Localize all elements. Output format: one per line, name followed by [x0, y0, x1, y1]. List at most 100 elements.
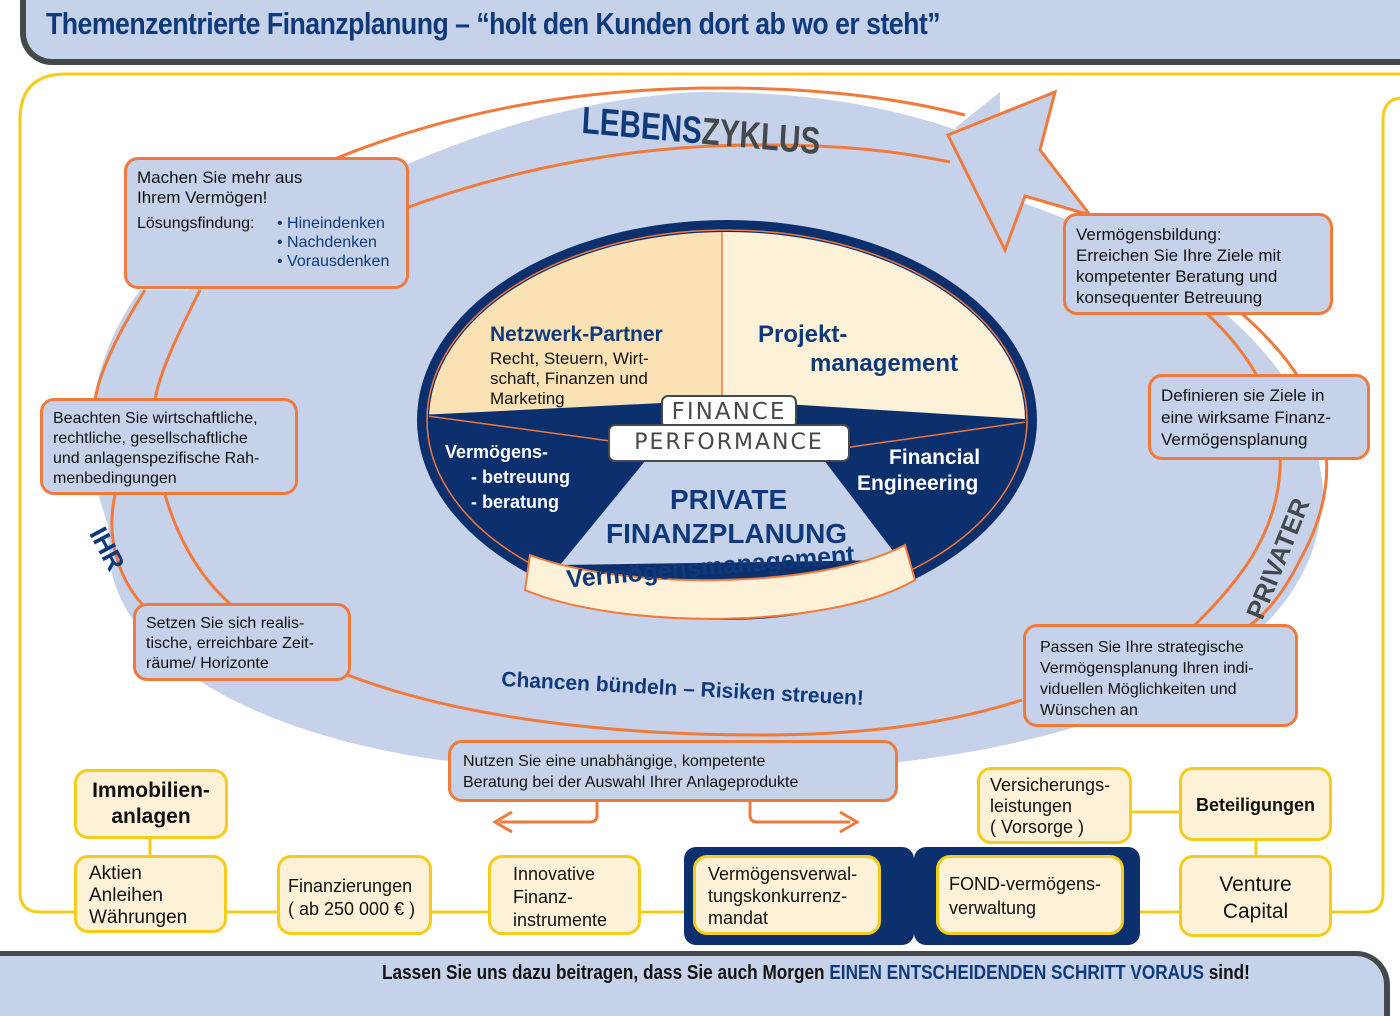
product-fond: FOND-vermögens- verwaltung: [936, 855, 1124, 935]
product-line: leistungen: [990, 796, 1073, 816]
network-partner-title: Netzwerk-Partner: [490, 323, 663, 346]
product-line: Capital: [1222, 900, 1289, 923]
bubble-text-line: Vermögensbildung:: [1076, 225, 1222, 244]
product-line: FOND-vermögens-: [949, 874, 1102, 894]
bubble-text-line: Erreichen Sie Ihre Ziele mit: [1076, 246, 1282, 265]
footer-text-start: Lassen Sie uns dazu beitragen, dass Sie …: [382, 962, 830, 984]
product-line: Währungen: [89, 907, 188, 928]
product-vvkm: Vermögensverwal- tungskonkurrenz- mandat: [693, 855, 881, 935]
bubble-text-line: Beratung bei der Auswahl Ihrer Anlagepro…: [463, 774, 799, 791]
logo-line1: FINANCE: [661, 395, 797, 429]
ribbon-outer-edge: [319, 86, 966, 167]
bubble-mehr-aus-vermoegen: Machen Sie mehr aus Ihrem Vermögen! Lösu…: [124, 157, 409, 289]
asset-care-label: Vermögens- - betreuung - beratung: [445, 440, 570, 515]
asset-line: - betreuung: [471, 467, 570, 487]
footer-text-end: sind!: [1203, 962, 1250, 984]
product-line: Versicherungs-: [990, 775, 1111, 795]
bubble-text-line: eine wirksame Finanz-: [1161, 408, 1332, 427]
logo-line2: PERFORMANCE: [608, 424, 850, 462]
solution-item: • Vorausdenken: [277, 253, 390, 270]
product-aktien: Aktien Anleihen Währungen: [74, 855, 227, 933]
bubble-text-line: Vermögensplanung Ihren indi-: [1040, 660, 1254, 677]
bubble-text-line: rechtliche, gesellschaftliche: [53, 430, 248, 447]
bubble-text-line: viduellen Möglichkeiten und: [1040, 681, 1237, 698]
core-title-line2: FINANZPLANUNG: [606, 518, 848, 549]
product-line: Innovative: [513, 864, 596, 884]
bubble-vermoegensbildung: Vermögensbildung: Erreichen Sie Ihre Zie…: [1063, 213, 1333, 315]
bubble-text-line: menbedingungen: [53, 470, 177, 487]
solution-item: • Nachdenken: [277, 234, 377, 251]
bubble-text-line: kompetenter Beratung und: [1076, 267, 1278, 286]
solution-item: • Hineindenken: [277, 215, 385, 232]
ribbon-right-inner: [1188, 310, 1282, 632]
ribbon-left-top-outer: [93, 289, 147, 401]
ribbon-left-band: [90, 290, 240, 610]
bubble-text-line: tische, erreichbare Zeit-: [146, 635, 315, 652]
financial-engineering-line1: Financial: [889, 446, 981, 469]
product-venture: Venture Capital: [1179, 855, 1332, 937]
product-line: Finanz-: [513, 887, 574, 907]
header-bar: [20, 0, 1400, 65]
product-beteiligungen: Beteiligungen: [1179, 767, 1332, 841]
product-line: tungskonkurrenz-: [708, 886, 848, 906]
arrow-right-connector: [748, 800, 850, 824]
footer-text-highlight: EINEN ENTSCHEIDENDEN SCHRITT VORAUS: [829, 962, 1204, 984]
product-line: Immobilien-: [92, 779, 210, 802]
solution-label: Lösungsfindung:: [137, 215, 255, 232]
product-line: Finanzierungen: [288, 876, 413, 896]
page-title: Themenzentrierte Finanzplanung – “holt d…: [46, 6, 941, 41]
yellow-frame-right: [1330, 96, 1400, 914]
product-line: anlagen: [111, 805, 191, 828]
network-partner-list: Recht, Steuern, Wirt- schaft, Finanzen u…: [490, 349, 649, 409]
product-line: Aktien: [89, 863, 142, 884]
ribbon-right-band: [1100, 300, 1324, 640]
segment-private-finanzplanung: [560, 455, 900, 565]
ribbon-left-outer: [110, 494, 152, 614]
bubble-rahmenbedingungen: Beachten Sie wirtschaftliche, rechtliche…: [40, 398, 298, 495]
product-line: ( ab 250 000 € ): [288, 899, 416, 919]
bubble-text-line: Vermögensplanung: [1161, 430, 1308, 449]
footer-slogan: Lassen Sie uns dazu beitragen, dass Sie …: [382, 962, 1250, 985]
product-line: Anleihen: [89, 885, 163, 906]
ribbon-inner-edge: [394, 143, 951, 214]
product-line: Venture: [1219, 873, 1292, 896]
financial-engineering-line2: Engineering: [857, 472, 979, 495]
network-line: schaft, Finanzen und: [490, 369, 648, 388]
arrow-left-head: [492, 810, 513, 834]
product-versicherung: Versicherungs- leistungen ( Vorsorge ): [977, 767, 1132, 844]
project-management-line1: Projekt-: [758, 321, 848, 348]
product-line: ( Vorsorge ): [990, 817, 1085, 837]
product-line: mandat: [708, 908, 769, 928]
bubble-unabhaengige-beratung: Nutzen Sie eine unabhängige, kompetente …: [448, 740, 898, 802]
product-immobilien: Immobilien- anlagen: [74, 769, 228, 839]
bubble-text-line: Setzen Sie sich realis-: [146, 615, 305, 632]
project-management-line2: management: [810, 350, 959, 377]
arrow-right-head: [839, 810, 860, 834]
band-vermoegensmanagement: [523, 543, 917, 620]
yellow-frame-left: [18, 72, 1400, 914]
product-line: verwaltung: [949, 898, 1037, 918]
product-line: instrumente: [513, 910, 608, 930]
asset-line: - beratung: [471, 492, 559, 512]
ribbon-right-outer: [1239, 310, 1329, 634]
bubble-text-line: Wünschen an: [1040, 702, 1138, 719]
ribbon-bottom-band: [250, 670, 1030, 760]
ribbon-bottom-inner: [339, 670, 1023, 737]
bubble-text-line: räume/ Horizonte: [146, 655, 269, 672]
bubble-strategische-planung: Passen Sie Ihre strategische Vermögenspl…: [1023, 624, 1298, 727]
bubble-zeitraeume: Setzen Sie sich realis- tische, erreichb…: [133, 603, 351, 681]
bubble-text-line: Beachten Sie wirtschaftliche,: [53, 410, 258, 427]
bubble-text-line: konsequenter Betreuung: [1076, 288, 1263, 307]
bubble-text-line: Ihrem Vermögen!: [137, 188, 268, 207]
arrow-left-connector: [500, 800, 599, 824]
product-finanzierungen: Finanzierungen ( ab 250 000 € ): [277, 855, 432, 935]
ribbon-left-inner: [163, 494, 241, 614]
network-line: Recht, Steuern, Wirt-: [490, 349, 649, 368]
bubble-text-line: Nutzen Sie eine unabhängige, kompetente: [463, 753, 766, 770]
bubble-text-line: Passen Sie Ihre strategische: [1040, 639, 1244, 656]
network-line: Marketing: [490, 389, 565, 408]
product-line: Vermögensverwal-: [708, 864, 858, 884]
bubble-text-line: und anlagenspezifische Rah-: [53, 450, 260, 467]
bubble-ziele-definieren: Definieren sie Ziele in eine wirksame Fi…: [1148, 374, 1370, 460]
bubble-text-line: Machen Sie mehr aus: [137, 168, 303, 187]
